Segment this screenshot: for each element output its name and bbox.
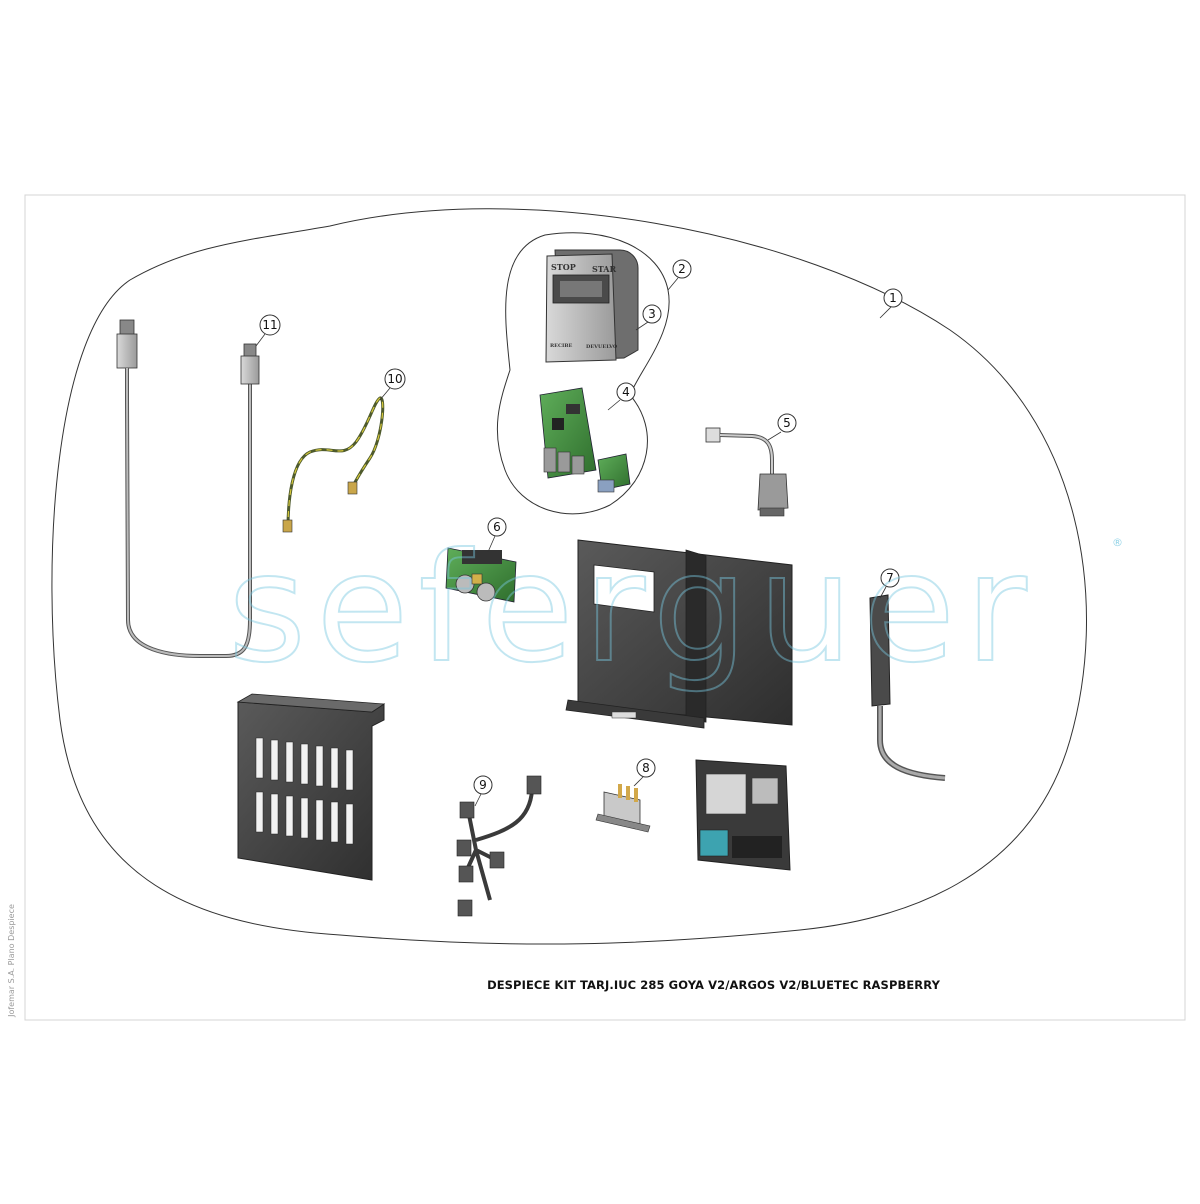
serial-adapter-part	[705, 427, 789, 517]
usb-cable-part	[116, 319, 260, 658]
callout-9-label: 9	[479, 778, 487, 792]
callout-leaders	[255, 277, 894, 807]
callout-7-label: 7	[886, 571, 894, 585]
brand-watermark: seferguer	[227, 521, 1037, 697]
controller-module-part	[695, 759, 791, 871]
side-note-text: Jofemar S.A. Plano Despiece	[6, 903, 16, 1017]
callout-2: 2	[672, 259, 692, 279]
callout-10: 10	[384, 368, 406, 390]
callout-11-label: 11	[262, 318, 277, 332]
mounting-chassis-part	[565, 539, 793, 729]
callout-2-label: 2	[678, 262, 686, 276]
callout-1-label: 1	[889, 291, 897, 305]
stop-label: STOP	[551, 262, 576, 272]
callout-3-label: 3	[648, 307, 656, 321]
power-board-part	[445, 547, 517, 603]
callout-3: 3	[642, 304, 662, 324]
callout-7: 7	[880, 568, 900, 588]
relay-part	[595, 784, 651, 833]
callout-8: 8	[636, 758, 656, 778]
ground-wire-part	[282, 396, 385, 533]
receive-label: RECIBE	[550, 343, 573, 349]
drawing-title: DESPIECE KIT TARJ.IUC 285 GOYA V2/ARGOS …	[487, 978, 940, 992]
slotted-cover-part	[236, 693, 386, 881]
callout-5: 5	[777, 413, 797, 433]
callout-1: 1	[883, 288, 903, 308]
return-label: DEVUELVO	[586, 344, 618, 350]
raspberry-board-part	[539, 387, 631, 493]
callout-6-label: 6	[493, 520, 501, 534]
kit-boundary-line	[51, 208, 1087, 945]
wiring-harness-part	[456, 775, 542, 917]
sensor-cable-part	[869, 594, 946, 781]
callout-10-label: 10	[387, 372, 402, 386]
callout-4: 4	[616, 382, 636, 402]
control-panel-part: STOP STAR RECIBE DEVUELVO	[545, 249, 639, 363]
callout-11: 11	[259, 314, 281, 336]
side-note: Jofemar S.A. Plano Despiece	[4, 890, 18, 1030]
drawing-frame	[24, 194, 1186, 1021]
callout-6: 6	[487, 517, 507, 537]
callout-5-label: 5	[783, 416, 791, 430]
watermark-registered-mark: ®	[1112, 536, 1123, 549]
callout-8-label: 8	[642, 761, 650, 775]
callout-9: 9	[473, 775, 493, 795]
start-label: STAR	[592, 264, 617, 274]
callout-4-label: 4	[622, 385, 630, 399]
